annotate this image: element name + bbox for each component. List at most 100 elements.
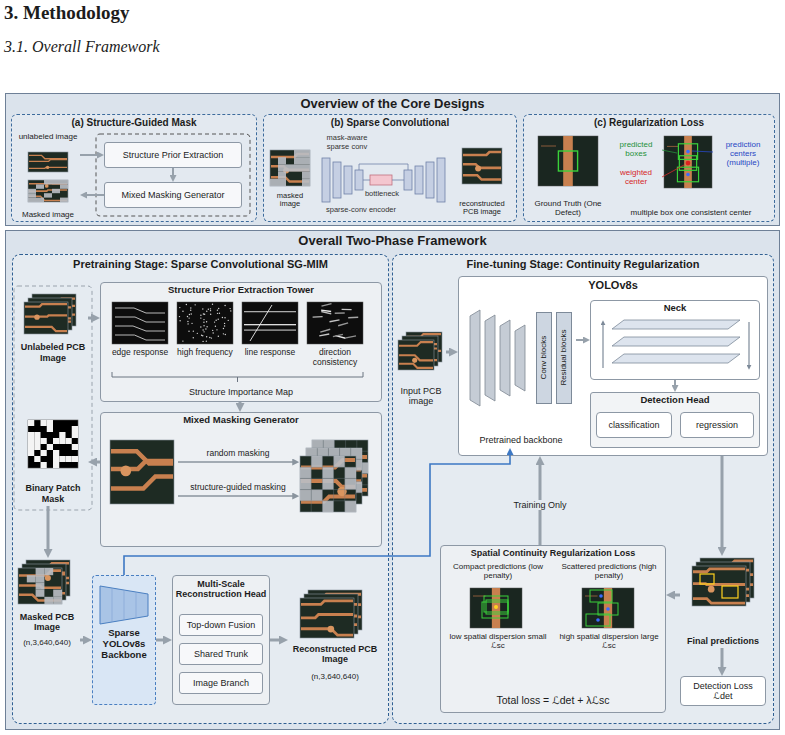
mask-patch	[36, 582, 45, 589]
text-slot: Pretrained backbone	[468, 435, 574, 445]
mask-patch	[345, 467, 356, 478]
encoder-grid	[112, 588, 136, 622]
freq-dot	[217, 309, 218, 310]
pcb-board	[696, 562, 750, 602]
mask-patch	[357, 462, 368, 473]
direction-streak	[313, 316, 323, 318]
copper-trace	[111, 476, 173, 488]
pcb-pad	[46, 573, 52, 579]
text-slot: Multi-Scale Reconstruction Head	[175, 579, 267, 600]
copper-trace	[111, 451, 173, 463]
text-slot: Image Branch	[182, 673, 260, 693]
copper-trace	[684, 136, 692, 188]
node-text: Ground Truth (One Defect)	[530, 199, 606, 217]
page-title: 3. Methodology	[4, 2, 504, 24]
illustration	[300, 590, 362, 638]
image-node: unlabeled image	[16, 132, 80, 174]
mask-cell	[72, 444, 78, 450]
freq-dot	[224, 305, 225, 306]
node-text: Spatial Continuity Regularization Loss	[443, 548, 663, 558]
mask-patch	[328, 459, 339, 470]
copper-trace	[403, 359, 437, 360]
freq-dot	[187, 321, 188, 322]
patch-grid	[306, 492, 362, 493]
copper-trace	[307, 474, 361, 481]
connector	[85, 194, 104, 196]
label-slot: structure-guided masking	[180, 483, 296, 493]
process-box: Structure Prior Extraction	[104, 142, 242, 168]
feature-layer	[612, 320, 740, 329]
freq-dot	[202, 335, 203, 336]
pcb-pad	[283, 168, 289, 174]
weighted-center	[686, 161, 691, 166]
patch-grid	[317, 448, 318, 504]
mask-patch	[340, 482, 351, 493]
mask-patch	[340, 470, 351, 481]
patch-grid	[311, 456, 312, 512]
pcb-pad	[327, 598, 334, 605]
node-text: Pretrained backbone	[468, 435, 574, 445]
freq-dot	[188, 317, 189, 318]
copper-trace	[25, 327, 67, 331]
mask-patch	[53, 597, 62, 604]
node-text: Detection Head	[593, 395, 757, 406]
pred-center	[606, 607, 610, 611]
copper-trace	[697, 594, 749, 596]
freq-dot	[194, 304, 195, 305]
connector	[721, 648, 724, 669]
copper-trace	[33, 299, 75, 300]
pcb-board	[300, 598, 354, 638]
copper-trace	[309, 594, 361, 598]
mask-patch	[36, 575, 45, 582]
text-slot: Binary Patch Mask	[20, 483, 86, 504]
mask-cell	[47, 420, 53, 426]
text-slot: Neck	[593, 303, 757, 314]
edge-label: Training Only	[510, 500, 569, 510]
text-slot: regression	[683, 413, 751, 437]
text-slot: (n,3,640,640)	[16, 638, 78, 647]
mask-patch	[27, 575, 36, 582]
freq-dot	[225, 334, 226, 335]
direction-streak	[342, 309, 352, 311]
text-slot: Mixed Masking Generator	[107, 183, 239, 207]
mask-patch	[300, 490, 311, 501]
feature-map	[307, 302, 363, 344]
illustration	[462, 148, 502, 184]
thumb-caption: line response	[238, 348, 302, 358]
copper-trace	[463, 164, 501, 168]
freq-dot	[204, 314, 205, 315]
decoder-layer	[426, 162, 434, 198]
freq-dot	[224, 323, 225, 324]
connector	[721, 456, 724, 549]
patch-grid	[306, 481, 362, 482]
text-slot: Structure Prior Extraction Tower	[103, 285, 379, 296]
backbone-region: Pretrained backboneConv blocksResidual b…	[466, 298, 576, 448]
copper-trace	[27, 583, 69, 588]
pred-box	[678, 144, 697, 160]
pcb-board	[700, 558, 754, 598]
freq-dot	[212, 304, 213, 305]
node-text: (n,3,640,640)	[16, 638, 78, 647]
pcb-pad	[120, 465, 131, 476]
pcb-board	[538, 136, 598, 186]
pcb-pad	[46, 166, 49, 169]
node-text: Final predictions	[682, 636, 764, 646]
node-text: Detection Loss ℒdet	[683, 681, 763, 702]
node-text: multiple box one consistent center	[614, 208, 768, 217]
line-feature	[244, 324, 296, 325]
mask-patch	[351, 448, 362, 459]
patch-grid	[300, 467, 356, 468]
copper-trace	[309, 617, 361, 622]
pcb-pad	[708, 586, 715, 593]
illustration	[538, 136, 598, 186]
image-node: reconstructed PCB image	[450, 146, 514, 218]
mask-patch	[278, 157, 286, 164]
illustration-layer	[101, 413, 381, 546]
line-feature	[250, 305, 272, 341]
pcb-board	[462, 148, 502, 184]
freq-dot	[206, 321, 207, 322]
pcb-board	[110, 440, 174, 504]
pcb-board	[18, 568, 62, 604]
mask-cell	[28, 432, 34, 438]
text-slot: Detection Head	[593, 395, 757, 406]
